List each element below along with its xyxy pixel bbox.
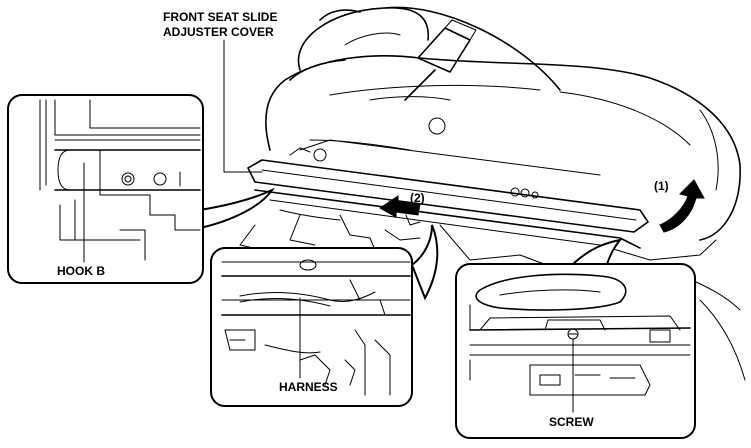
slide-adjuster-cover <box>247 159 649 233</box>
callout-pointer-hook <box>199 187 275 230</box>
cover-label-line1: FRONT SEAT SLIDE <box>163 10 277 24</box>
detail-harness: HARNESS <box>210 247 413 407</box>
hook-detail-frame <box>7 94 204 284</box>
recline-lever <box>417 27 471 73</box>
detail-screw: SCREW <box>455 263 696 439</box>
step-2-label: (2) <box>410 191 425 205</box>
step-1-label: (1) <box>654 179 669 193</box>
cover-label-line2: ADJUSTER COVER <box>163 25 274 39</box>
seat-back <box>297 7 430 71</box>
seat-cushion <box>265 55 741 241</box>
cover-leader-line <box>223 39 263 173</box>
arrow-1-icon <box>659 179 705 233</box>
hook-label: HOOK B <box>57 264 105 278</box>
seat-bolt-icon <box>428 117 446 135</box>
seat-illustration: (1) (2) <box>239 6 746 381</box>
detail-hook-b: HOOK B <box>7 94 204 284</box>
screw-label: SCREW <box>549 415 594 429</box>
arrow-2-icon <box>379 195 421 218</box>
harness-label: HARNESS <box>279 380 338 394</box>
callout-pointer-harness <box>410 224 439 301</box>
harness-detail-frame <box>210 247 413 407</box>
